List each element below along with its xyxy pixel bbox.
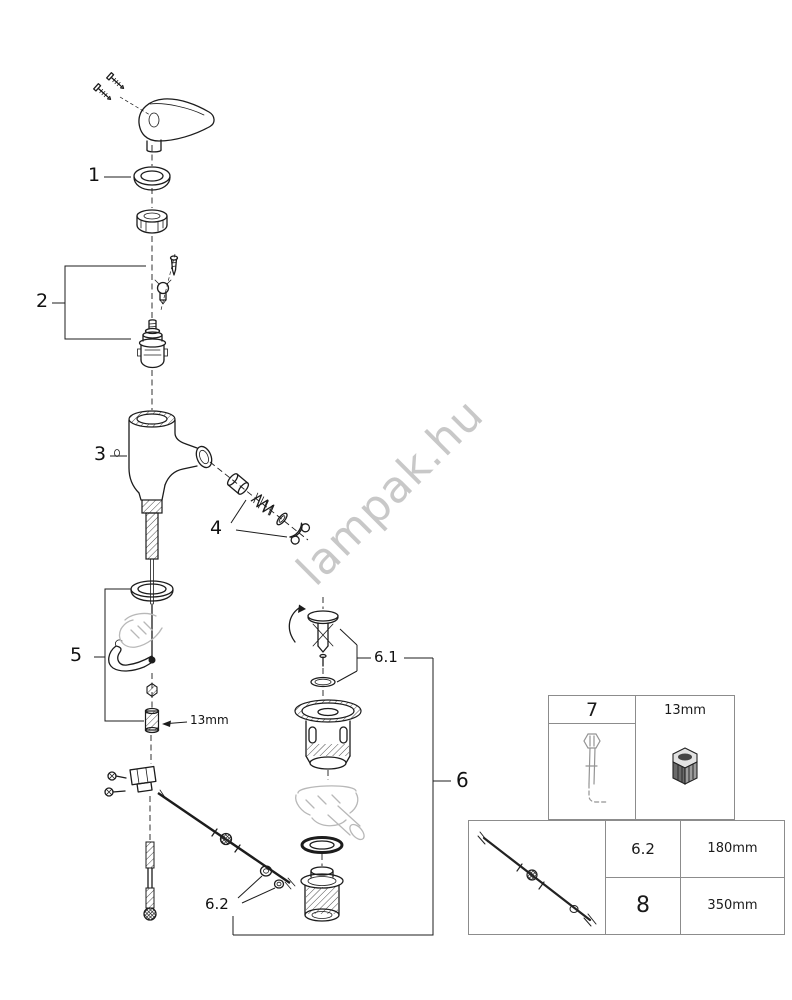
callout-2: 2 bbox=[36, 290, 49, 312]
callout-5: 5 bbox=[70, 644, 83, 666]
callout-6: 6 bbox=[456, 768, 469, 792]
rod-info-box: 6.2 180mm 8 350mm bbox=[468, 820, 785, 935]
plug-group-drawing bbox=[288, 597, 339, 700]
tool-info-box: 7 13mm bbox=[548, 695, 735, 820]
cap-ring-drawing bbox=[133, 166, 171, 191]
rod-size-table: 6.2 180mm 8 350mm bbox=[606, 821, 784, 934]
mounting-flange-drawing bbox=[136, 209, 168, 234]
tailpiece-drawing bbox=[300, 866, 344, 922]
handle-screws-drawing bbox=[93, 72, 151, 116]
cartridge-drawing bbox=[137, 319, 168, 369]
faucet-body-drawing bbox=[114, 410, 213, 605]
tool-info-box-left-cell: 7 bbox=[549, 696, 636, 819]
rod-drawing-cell bbox=[469, 821, 606, 934]
callout-1: 1 bbox=[88, 164, 101, 186]
tool-drawing-cell bbox=[549, 724, 635, 819]
small-screw-drawing bbox=[169, 255, 179, 276]
clamp-drawing bbox=[129, 765, 157, 793]
linkage-drawing bbox=[104, 735, 296, 921]
aerator-face-drawing bbox=[195, 445, 213, 469]
callout-lines bbox=[52, 176, 451, 936]
callout-3: 3 bbox=[94, 443, 107, 465]
callout-13mm: 13mm bbox=[190, 713, 229, 727]
rod-row-2-length: 350mm bbox=[707, 898, 758, 914]
callout-4: 4 bbox=[210, 517, 223, 539]
aerator-parts-drawing bbox=[209, 461, 311, 545]
clip-drawing bbox=[289, 522, 311, 545]
seal-ring-drawing bbox=[300, 836, 344, 866]
rod-row-1-part: 6.2 bbox=[606, 821, 681, 878]
popup-rod-group-drawing bbox=[108, 580, 174, 734]
pull-rod-drawing bbox=[477, 831, 596, 926]
valve-part-drawing bbox=[154, 279, 172, 305]
tool-size-label: 13mm bbox=[664, 703, 706, 718]
rod-row-2-part: 8 bbox=[606, 877, 681, 934]
spring-drawing bbox=[250, 492, 275, 516]
drain-flange-drawing bbox=[294, 699, 362, 780]
hex-nut-drawing bbox=[672, 747, 698, 785]
cartridge-group-drawing bbox=[137, 253, 179, 369]
callout-6-1: 6.1 bbox=[374, 648, 398, 666]
tool-part-number: 7 bbox=[549, 696, 635, 724]
rod-row-1-length: 180mm bbox=[681, 821, 784, 878]
lever-handle-drawing bbox=[138, 98, 215, 153]
mounting-tool-drawing bbox=[583, 732, 609, 803]
ghost-parts-drawing bbox=[118, 612, 365, 841]
callout-6-2: 6.2 bbox=[205, 895, 229, 913]
tool-info-box-right-cell: 13mm bbox=[636, 696, 734, 819]
